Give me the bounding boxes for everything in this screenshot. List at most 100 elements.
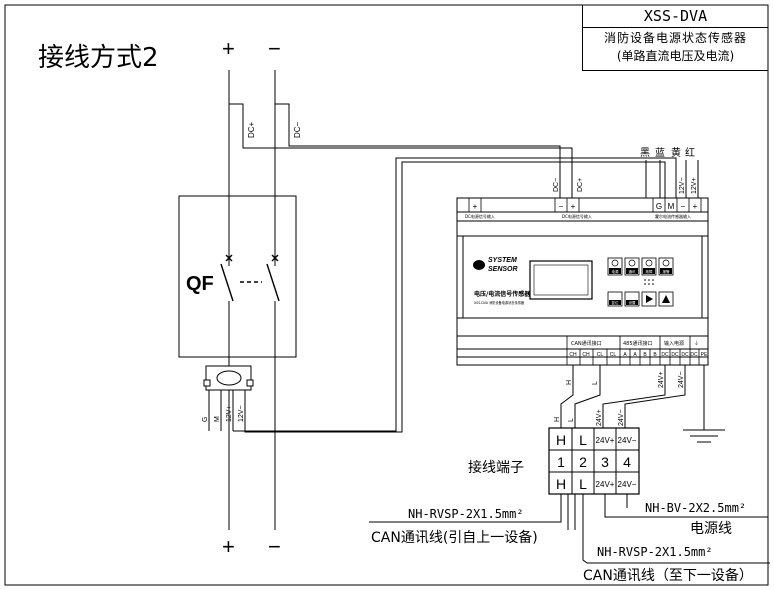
up-arrow-icon: [662, 295, 670, 303]
setup-key-label: 设置: [629, 300, 637, 305]
power-spec: NH-BV-2X2.5mm²: [645, 501, 746, 515]
tb-bot-2: L: [579, 476, 587, 492]
lead-dc-minus: DC−: [553, 178, 560, 192]
breaker-gaps: [227, 266, 277, 301]
bt-ch2: CH: [582, 352, 590, 358]
bottom-group-can: CAN通讯接口: [571, 340, 602, 347]
bottom-group-485: 485通讯接口: [623, 340, 653, 347]
tb-bot-3: 24V+: [596, 480, 615, 489]
terminal-top-lead-labels: H L 24V+ 24V−: [554, 409, 625, 426]
breaker-contacts: [220, 254, 280, 302]
tb-lead-l: L: [568, 418, 575, 422]
top-terminal-5: G: [656, 202, 662, 211]
reset-key-label: 复位: [612, 300, 620, 305]
terminal-block: [548, 427, 640, 495]
bottom-lead-24v-minus: 24V−: [678, 371, 685, 388]
top-terminal-8: +: [693, 202, 698, 211]
device-bottom-leads: [560, 365, 725, 443]
bottom-plus-sign: +: [222, 534, 235, 559]
bottom-lead-24v-plus: 24V+: [658, 371, 665, 388]
tb-lead-h: H: [554, 417, 561, 422]
device-top-terminals: [468, 198, 702, 212]
bt-b1: B: [643, 352, 647, 358]
terminal-block-cables: [369, 494, 770, 564]
tb-bot-4: 24V−: [618, 480, 637, 489]
play-key[interactable]: [641, 291, 657, 307]
color-yellow: 黄: [671, 146, 681, 159]
hall-cable-labels: G M 12V+ 12V−: [202, 405, 245, 422]
can-out-spec: NH-RVSP-2X1.5mm²: [597, 545, 713, 559]
dc-tap-labels: DC+ DC−: [247, 121, 302, 138]
title-block: XSS-DVA 消防设备电源状态传感器 (单路直流电压及电流): [582, 5, 768, 71]
page-frame: [4, 4, 769, 586]
bt-dc2: DC: [671, 352, 679, 358]
dc-minus-tap-label: DC−: [293, 121, 302, 138]
tb-mid-2: 2: [579, 454, 587, 470]
key-power-label: 电源: [612, 269, 620, 274]
up-key[interactable]: [658, 291, 674, 307]
bottom-group-ground: ⏚: [694, 340, 699, 347]
bt-dc4: DC: [690, 352, 698, 358]
title-block-subtitle: (单路直流电压及电流): [616, 49, 735, 63]
key-comm[interactable]: 通讯: [624, 257, 640, 276]
tb-mid-1: 1: [557, 454, 565, 470]
cable-specs: NH-RVSP-2X1.5mm² NH-BV-2X2.5mm² NH-RVSP-…: [408, 501, 746, 559]
bt-pe: PE: [701, 352, 708, 358]
can-in-spec: NH-RVSP-2X1.5mm²: [408, 507, 524, 521]
hall-sensor-cables: [208, 157, 677, 433]
hall-g-label: G: [202, 417, 209, 422]
control-keys: 复位 设置: [607, 291, 674, 307]
top-terminal-labels: + − + G M − +: [473, 202, 698, 211]
device-bottom-lead-labels: H L 24V+ 24V−: [566, 371, 685, 388]
brand-line2: SENSOR: [488, 266, 518, 273]
key-fault-label: 故障: [646, 269, 654, 274]
key-alarm-label: 报警: [663, 269, 671, 274]
title-block-name: 消防设备电源状态传感器: [603, 31, 747, 45]
color-blue: 蓝: [655, 147, 665, 159]
lead-12v-plus: 12V+: [691, 177, 698, 194]
reset-key[interactable]: 复位: [607, 291, 623, 307]
device-display: [529, 260, 593, 300]
bt-cl2: CL: [610, 352, 617, 358]
top-group-2: DC电源信号输入: [562, 213, 592, 219]
top-terminal-6: M: [668, 202, 675, 211]
product-model: XSS-DVA 消防设备电源状态传感器: [474, 300, 525, 305]
hall-12v-minus-label: 12V−: [238, 405, 245, 422]
key-fault[interactable]: 故障: [641, 257, 657, 276]
tb-lead-24v-minus: 24V−: [618, 409, 625, 426]
top-terminal-4: +: [571, 202, 576, 211]
dc-plus-tap-label: DC+: [247, 121, 256, 138]
device-bottom-terminals: [566, 336, 700, 365]
setup-key[interactable]: 设置: [624, 291, 640, 307]
key-power[interactable]: 电源: [607, 257, 623, 276]
title-block-model: XSS-DVA: [583, 5, 768, 28]
indicator-keys: 电源 通讯 故障 报警: [607, 257, 674, 285]
bt-dc1: DC: [661, 352, 669, 358]
key-alarm[interactable]: 报警: [658, 257, 674, 276]
top-group-1: DC电源信号输入: [465, 213, 495, 219]
device-top-lead-labels: DC− DC+ 12V− 12V+: [553, 177, 698, 194]
top-group-3: 霍尔电流传感器输入: [655, 213, 691, 219]
sensor-device: [456, 197, 709, 366]
tb-mid-4: 4: [623, 454, 631, 470]
product-name: 电压/电流信号传感器: [474, 290, 531, 298]
power-label: 电源线: [690, 521, 732, 537]
hall-m-label: M: [214, 416, 221, 422]
bt-cl1: CL: [597, 352, 604, 358]
top-minus-sign: −: [268, 36, 281, 61]
bottom-minus-sign: −: [268, 534, 281, 559]
bottom-group-labels: CAN通讯接口 485通讯接口 输入电源 ⏚: [571, 340, 699, 347]
bt-a1: A: [623, 352, 627, 358]
bt-b2: B: [653, 352, 657, 358]
brand-line1: SYSTEM: [488, 257, 517, 264]
tb-top-4: 24V−: [618, 436, 637, 445]
top-terminal-3: −: [559, 202, 564, 211]
play-icon: [646, 295, 653, 303]
top-terminal-1: +: [473, 202, 478, 211]
cable-labels: CAN通讯线(引自上一设备) 电源线 CAN通讯线（至下一设备）: [371, 521, 753, 584]
color-black: 黑: [640, 147, 650, 159]
bottom-lead-h: H: [566, 380, 573, 385]
terminal-block-title: 接线端子: [468, 459, 524, 476]
